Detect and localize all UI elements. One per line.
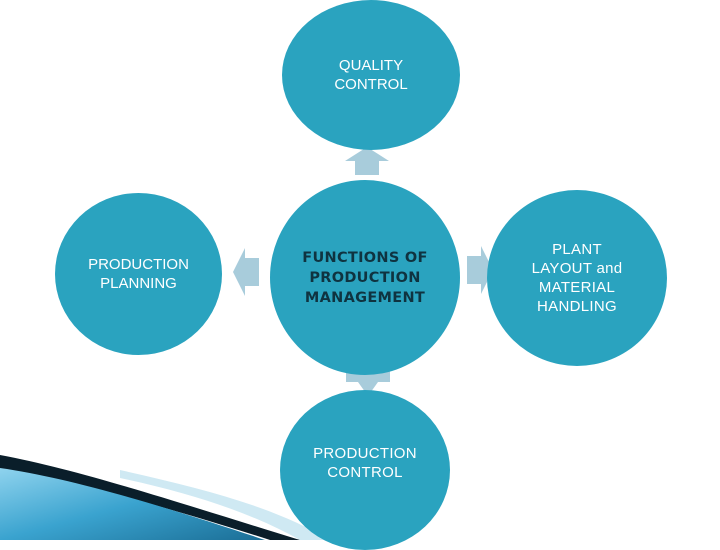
quality-control-label: QUALITY CONTROL	[334, 56, 407, 94]
central-functions-node: FUNCTIONS OF PRODUCTION MANAGEMENT	[270, 180, 460, 375]
production-control-label: PRODUCTION CONTROL	[313, 444, 417, 482]
plant-layout-node: PLANT LAYOUT and MATERIAL HANDLING	[487, 190, 667, 366]
production-planning-node: PRODUCTION PLANNING	[55, 193, 222, 355]
arrow-up-icon	[339, 147, 399, 177]
arrow-left-icon	[231, 242, 261, 302]
quality-control-node: QUALITY CONTROL	[282, 0, 460, 150]
production-control-node: PRODUCTION CONTROL	[280, 390, 450, 550]
central-functions-label: FUNCTIONS OF PRODUCTION MANAGEMENT	[302, 248, 428, 308]
plant-layout-label: PLANT LAYOUT and MATERIAL HANDLING	[532, 240, 623, 316]
production-planning-label: PRODUCTION PLANNING	[88, 255, 189, 293]
